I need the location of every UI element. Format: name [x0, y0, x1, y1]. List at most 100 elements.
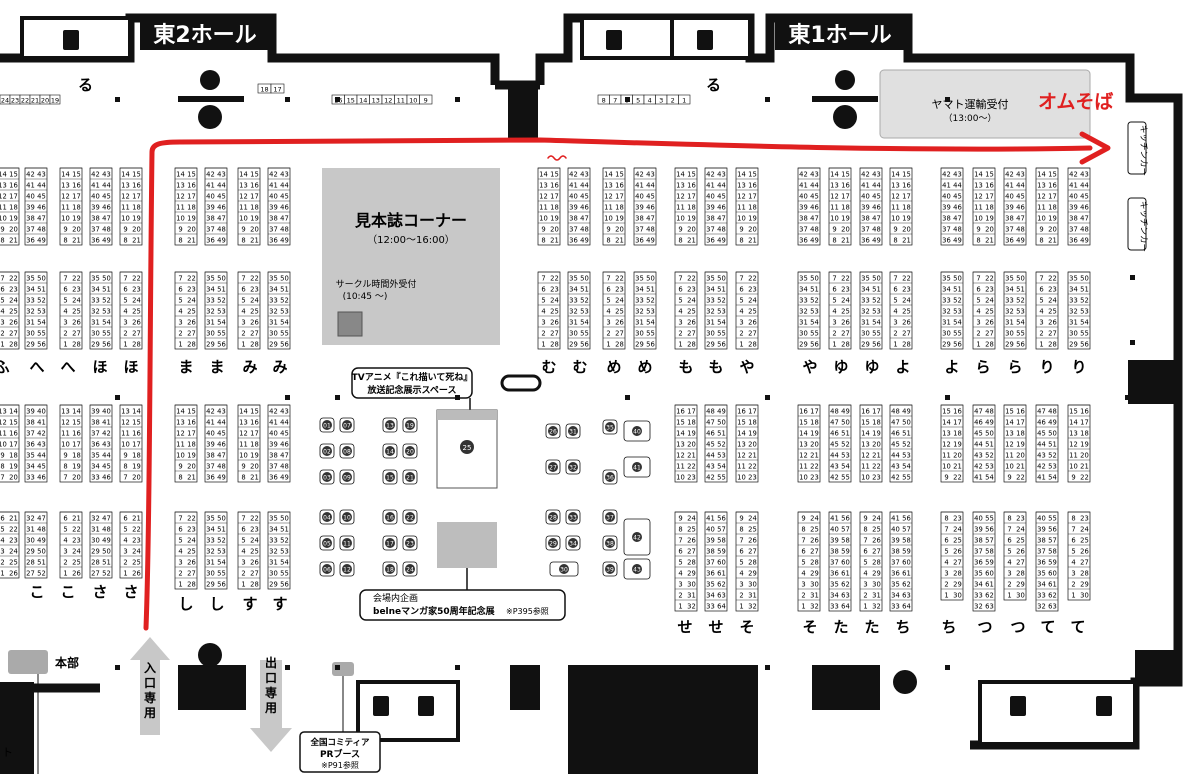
svg-text:14: 14	[891, 171, 900, 179]
svg-text:13: 13	[737, 441, 746, 449]
svg-text:55: 55	[902, 474, 911, 482]
svg-text:41: 41	[37, 419, 46, 427]
svg-text:13: 13	[0, 408, 7, 416]
svg-text:24: 24	[250, 297, 259, 305]
svg-text:53: 53	[953, 308, 962, 316]
svg-text:4: 4	[976, 308, 980, 316]
svg-text:11: 11	[974, 204, 983, 212]
svg-text:29: 29	[942, 341, 951, 349]
svg-text:17: 17	[748, 193, 757, 201]
svg-text:46: 46	[1080, 204, 1089, 212]
svg-text:45: 45	[974, 430, 983, 438]
svg-text:12: 12	[239, 430, 248, 438]
island-space: 36	[602, 469, 618, 485]
svg-text:53: 53	[841, 452, 850, 460]
svg-text:46: 46	[974, 419, 983, 427]
svg-text:8: 8	[678, 526, 682, 534]
svg-text:26: 26	[985, 319, 994, 327]
svg-text:12: 12	[343, 567, 351, 574]
svg-text:40: 40	[1037, 515, 1046, 523]
svg-text:42: 42	[269, 408, 278, 416]
svg-text:57: 57	[841, 526, 850, 534]
svg-text:56: 56	[872, 341, 881, 349]
svg-text:43: 43	[872, 171, 881, 179]
svg-text:26: 26	[615, 319, 624, 327]
svg-text:10: 10	[737, 215, 746, 223]
svg-text:9: 9	[739, 515, 743, 523]
svg-text:10: 10	[861, 474, 870, 482]
svg-text:11: 11	[1005, 452, 1014, 460]
svg-text:38: 38	[706, 548, 715, 556]
svg-text:49: 49	[646, 237, 655, 245]
svg-text:32: 32	[635, 308, 644, 316]
svg-text:37: 37	[1037, 548, 1046, 556]
svg-text:42: 42	[206, 171, 215, 179]
svg-text:39: 39	[1069, 204, 1078, 212]
svg-text:52: 52	[102, 570, 111, 578]
svg-text:13: 13	[121, 408, 130, 416]
svg-text:56: 56	[217, 581, 226, 589]
top-space-number: 10	[409, 97, 417, 105]
svg-text:26: 26	[132, 570, 141, 578]
svg-text:18: 18	[687, 204, 696, 212]
svg-text:48: 48	[217, 463, 226, 471]
svg-text:34: 34	[26, 463, 35, 471]
svg-text:4: 4	[678, 308, 682, 316]
svg-text:24: 24	[748, 297, 757, 305]
svg-text:24: 24	[615, 297, 624, 305]
svg-text:54: 54	[37, 319, 46, 327]
svg-text:8: 8	[976, 237, 980, 245]
top-space-number: 9	[424, 97, 428, 105]
svg-text:42: 42	[206, 408, 215, 416]
svg-text:24: 24	[687, 297, 696, 305]
svg-text:40: 40	[799, 193, 808, 201]
svg-text:41: 41	[206, 182, 215, 190]
svg-text:41: 41	[891, 515, 900, 523]
svg-text:33: 33	[706, 297, 715, 305]
svg-text:27: 27	[250, 570, 259, 578]
svg-text:7: 7	[976, 275, 980, 283]
svg-text:29: 29	[799, 341, 808, 349]
top-space-cell	[678, 94, 691, 105]
svg-text:18: 18	[9, 204, 18, 212]
svg-text:57: 57	[1048, 537, 1057, 545]
svg-text:44: 44	[580, 182, 589, 190]
svg-text:29: 29	[91, 341, 100, 349]
svg-text:39: 39	[974, 526, 983, 534]
svg-text:53: 53	[1080, 308, 1089, 316]
svg-text:25: 25	[187, 308, 196, 316]
svg-text:15: 15	[1069, 408, 1078, 416]
svg-text:29: 29	[810, 570, 819, 578]
svg-text:54: 54	[217, 319, 226, 327]
svg-text:49: 49	[872, 237, 881, 245]
svg-text:44: 44	[872, 182, 881, 190]
svg-text:54: 54	[902, 463, 911, 471]
svg-text:27: 27	[985, 330, 994, 338]
svg-text:6: 6	[976, 286, 980, 294]
svg-text:34: 34	[706, 592, 715, 600]
svg-text:31: 31	[872, 592, 881, 600]
svg-text:49: 49	[217, 237, 226, 245]
svg-text:44: 44	[280, 419, 289, 427]
svg-text:40: 40	[861, 193, 870, 201]
svg-text:34: 34	[799, 286, 808, 294]
svg-text:13: 13	[830, 182, 839, 190]
svg-text:20: 20	[187, 463, 196, 471]
svg-text:53: 53	[872, 308, 881, 316]
svg-text:20: 20	[9, 474, 18, 482]
svg-text:8: 8	[893, 237, 897, 245]
svg-text:38: 38	[91, 215, 100, 223]
svg-text:55: 55	[280, 570, 289, 578]
svg-text:52: 52	[841, 441, 850, 449]
island-space: 14	[382, 443, 398, 459]
svg-text:27: 27	[953, 559, 962, 567]
svg-text:8: 8	[0, 237, 4, 245]
top-space-number: 24	[1, 97, 9, 105]
svg-text:10: 10	[942, 463, 951, 471]
